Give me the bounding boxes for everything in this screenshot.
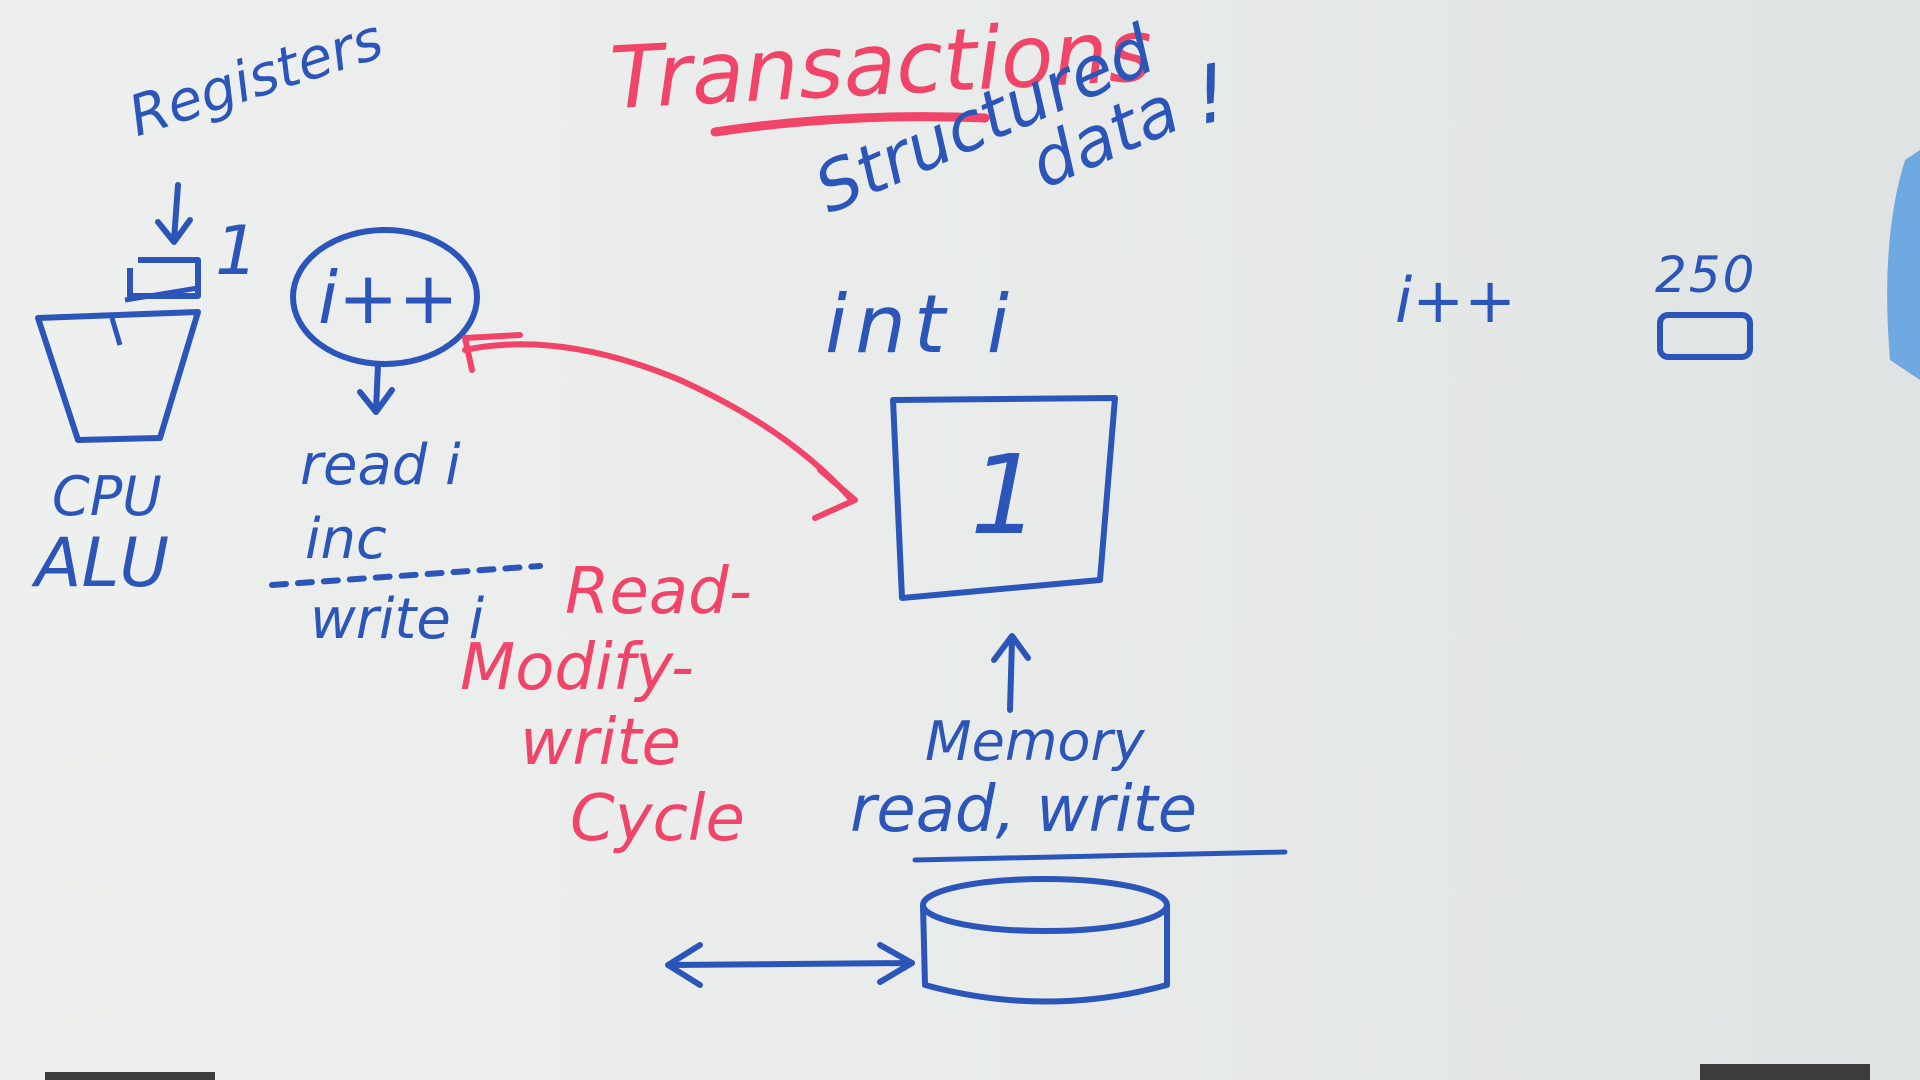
- cloth: [1887, 150, 1920, 380]
- memory-ops-underline: [912, 849, 1288, 863]
- registers-arrow: [155, 182, 193, 245]
- rmw-line: Modify-: [460, 630, 694, 705]
- rmw-line: Read-: [565, 555, 752, 629]
- memory-cell: [890, 395, 1118, 601]
- alu-label: ALU: [35, 524, 170, 603]
- rmw-label: Read- Modify- write Cycle: [460, 555, 752, 857]
- dotted-separator: [269, 563, 543, 588]
- rmw-arrowhead-left: [462, 332, 523, 373]
- disk-body: [920, 904, 1170, 1005]
- increment-expression: i++: [318, 256, 459, 340]
- disk-arrow: [667, 960, 915, 968]
- memory-cell-value: 1: [970, 431, 1040, 559]
- board-frame-bottom-right: [1700, 1064, 1870, 1080]
- steps-arrow: [357, 362, 395, 415]
- register-value: 1: [215, 212, 259, 291]
- memory-ops: read, write: [850, 773, 1198, 847]
- rmw-line: Cycle: [570, 781, 745, 856]
- cpu-alu-shape: [35, 309, 201, 443]
- register-box: [127, 257, 201, 299]
- memory-label: Memory: [925, 710, 1145, 773]
- right-memory-box: [1657, 312, 1753, 360]
- cpu-label: CPU: [52, 465, 162, 528]
- disk-arrowhead-right: [877, 942, 915, 985]
- declaration: int i: [825, 278, 1017, 371]
- board-frame-bottom-left: [45, 1072, 215, 1080]
- title-underline: [710, 112, 990, 137]
- right-expression: i++: [1395, 264, 1517, 337]
- disk-arrowhead-left: [665, 942, 703, 988]
- rmw-arrow: [462, 341, 853, 501]
- cpu-alu-notch: [109, 317, 123, 346]
- increment-ellipse: [290, 227, 480, 367]
- rmw-arrowhead-right: [812, 467, 858, 521]
- memory-arrow: [991, 633, 1031, 713]
- rmw-line: write: [520, 706, 681, 781]
- right-value: 250: [1655, 246, 1757, 304]
- step-read: read i: [300, 433, 461, 498]
- disk-top: [920, 876, 1170, 934]
- register-box: [124, 285, 199, 303]
- step-inc: inc: [305, 507, 387, 572]
- step-write: write i: [310, 587, 485, 652]
